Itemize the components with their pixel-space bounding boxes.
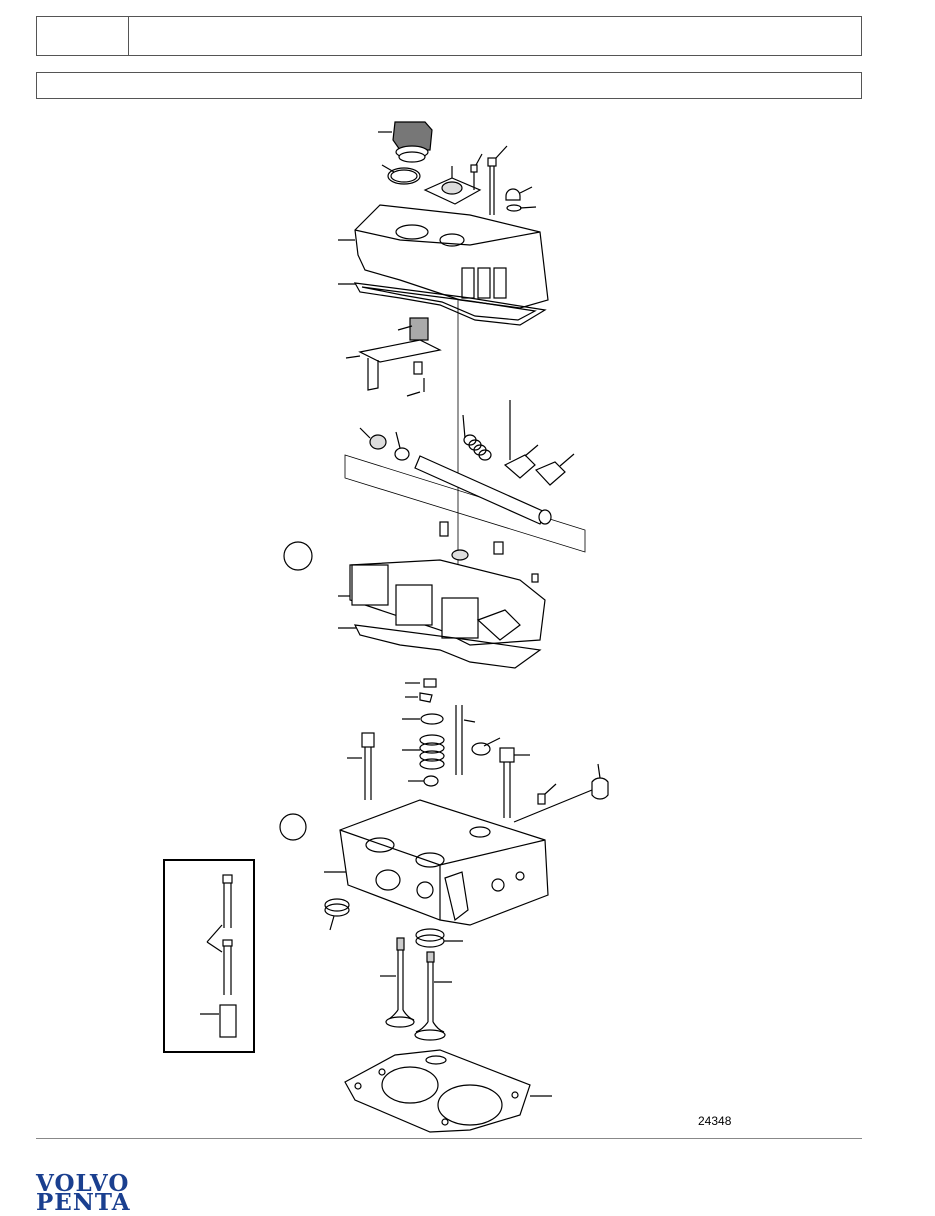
- cylinder-head-bolts: [347, 732, 609, 823]
- rocker-housing: [338, 521, 546, 646]
- reference-marker-a: [283, 541, 313, 571]
- push-rod: [455, 705, 476, 775]
- bolt: [487, 145, 508, 215]
- head-gasket: [344, 1049, 552, 1133]
- volvo-penta-logo: VOLVO PENTA: [36, 1170, 154, 1216]
- header-code-cell: [37, 17, 129, 55]
- header-title-cell: [129, 17, 861, 55]
- exhaust-valve: [414, 951, 452, 1041]
- valve-cover-gasket: [338, 282, 547, 326]
- exploded-parts-diagram: [163, 121, 609, 1133]
- valve-cover: [338, 204, 549, 309]
- inset-valve-guides: [163, 859, 255, 1053]
- logo-line-2: PENTA: [36, 1189, 131, 1216]
- inlet-valve: [380, 937, 415, 1028]
- cap-nut: [505, 186, 537, 212]
- valve-seat-ring: [324, 898, 350, 931]
- subtitle-box: [36, 72, 862, 99]
- valve-seal: [415, 928, 463, 948]
- rocker-housing-gasket: [338, 624, 542, 669]
- figure-number: 24348: [698, 1114, 732, 1128]
- rocker-shaft-assembly: [344, 400, 586, 553]
- shaft-plug: [359, 427, 410, 461]
- oil-separator: [345, 317, 442, 397]
- o-ring: [381, 164, 421, 185]
- logo-line-1: VOLVO: [36, 1170, 130, 1197]
- breather-cover: [423, 166, 482, 205]
- footer-rule: [36, 1138, 862, 1139]
- screw: [470, 153, 483, 190]
- spring: [462, 414, 492, 461]
- oil-filler-cap: [378, 121, 433, 163]
- header-box: [36, 16, 862, 56]
- valve-spring-parts: [402, 678, 445, 787]
- rocker-arm: [503, 400, 575, 486]
- cylinder-head: [324, 799, 549, 926]
- reference-marker-b: [279, 813, 307, 841]
